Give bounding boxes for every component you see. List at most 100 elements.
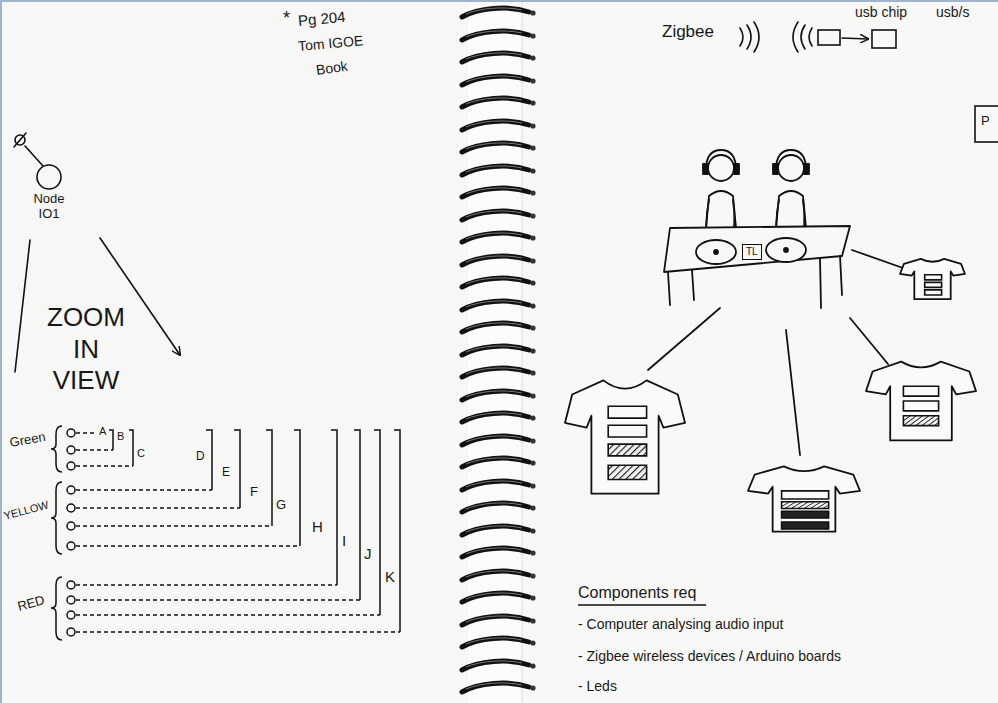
dj-table-sketch	[776, 150, 806, 170]
tshirt-sketch	[565, 380, 685, 493]
dj-table-sketch	[703, 164, 708, 174]
bracket-letter: B	[117, 430, 124, 443]
paper	[0, 0, 998, 2]
spiral-binding	[462, 481, 536, 490]
led-bracket-diagram	[76, 449, 113, 451]
list-item: - Computer analysing audio input	[578, 616, 783, 632]
led-bracket-diagram	[67, 504, 75, 512]
led-bracket-diagram	[331, 430, 337, 585]
spiral-binding	[462, 436, 536, 445]
spiral-binding	[462, 8, 536, 692]
led-bracket-diagram	[67, 581, 75, 589]
led-bracket-diagram	[67, 522, 75, 530]
spiral-binding	[462, 661, 536, 670]
spiral-binding	[462, 98, 536, 107]
bracket-letter: D	[196, 450, 205, 464]
bracket-letter: E	[222, 466, 230, 480]
spiral-binding	[462, 53, 536, 62]
tshirt-sketch	[782, 502, 829, 509]
spiral-binding	[462, 323, 536, 332]
node-leader-lines	[14, 133, 26, 147]
bracket-letter: C	[137, 447, 145, 460]
dj-table-sketch	[852, 250, 903, 268]
zigbee-link-sketch	[740, 22, 998, 142]
led-bracket-diagram	[206, 430, 212, 490]
zigbee-link-sketch	[818, 30, 840, 45]
tshirt-sketch	[903, 386, 938, 396]
tshirt-sketch	[782, 522, 829, 529]
dj-table-sketch	[706, 191, 736, 228]
spiral-binding	[462, 301, 536, 310]
led-bracket-diagram	[76, 599, 360, 601]
led-bracket-diagram	[76, 545, 300, 547]
bracket-letter: H	[312, 518, 323, 535]
tshirt-sketch	[866, 362, 976, 441]
tshirt-sketch	[903, 401, 938, 411]
spiral-binding	[462, 166, 536, 175]
led-bracket-diagram	[234, 430, 240, 508]
spiral-binding	[462, 503, 536, 512]
led-bracket-diagram	[76, 432, 96, 434]
tshirt-sketch	[866, 362, 976, 441]
spiral-binding	[462, 143, 536, 152]
led-bracket-diagram	[129, 430, 133, 466]
spiral-binding	[462, 31, 536, 40]
tshirt-sketch	[565, 259, 976, 532]
spiral-binding	[462, 233, 536, 242]
spiral-binding	[462, 346, 536, 355]
node-leader-lines	[100, 238, 180, 355]
spiral-binding	[462, 278, 536, 287]
zigbee-link-sketch	[793, 22, 812, 52]
led-bracket-diagram	[294, 430, 300, 546]
led-bracket-diagram	[51, 482, 62, 554]
tshirt-sketch	[903, 416, 938, 426]
list-item: - Leds	[578, 678, 617, 694]
tshirt-sketch	[900, 259, 965, 299]
node-label: TL	[746, 246, 758, 258]
spiral-binding	[462, 211, 536, 220]
spiral-binding	[462, 616, 536, 625]
paper	[0, 0, 2, 703]
dj-table-sketch	[778, 155, 804, 181]
heading-underline	[578, 605, 706, 606]
led-bracket-diagram	[67, 462, 75, 470]
dj-table-sketch	[734, 164, 739, 174]
dj-table-sketch	[648, 150, 903, 455]
led-bracket-diagram	[67, 429, 75, 437]
dj-table-sketch	[850, 318, 888, 364]
device-note: usb chip	[855, 4, 907, 20]
node-leader-lines	[25, 146, 43, 166]
spiral-binding	[462, 256, 536, 265]
heading-underline	[578, 604, 706, 606]
led-bracket-diagram	[76, 507, 240, 509]
led-bracket-diagram	[76, 584, 337, 586]
zigbee-link-sketch	[842, 38, 868, 39]
zigbee-link-sketch	[872, 30, 896, 48]
led-bracket-diagram	[394, 430, 400, 632]
bracket-letter: G	[276, 498, 286, 513]
mixer-box: TL	[742, 244, 762, 260]
dj-table-sketch	[696, 240, 736, 264]
led-bracket-diagram	[109, 430, 113, 450]
page-note: P	[981, 114, 990, 129]
led-bracket-diagram	[67, 446, 75, 454]
spiral-binding	[462, 683, 536, 692]
spiral-binding	[462, 368, 536, 377]
dj-table-sketch	[668, 272, 670, 305]
list-heading: Components req	[578, 584, 696, 602]
led-bracket-diagram	[76, 614, 380, 616]
dj-table-sketch	[706, 150, 736, 170]
tshirt-sketch	[782, 491, 829, 499]
led-bracket-diagram	[51, 426, 62, 472]
tshirt-sketch	[900, 259, 965, 299]
view-title: ZOOM IN VIEW	[38, 302, 134, 397]
bracket-letter: F	[250, 485, 258, 500]
tshirt-sketch	[608, 406, 646, 418]
dj-table-sketch	[664, 226, 850, 272]
led-bracket-diagram	[51, 577, 62, 640]
led-bracket-diagram	[76, 489, 212, 491]
led-bracket-diagram	[67, 611, 75, 619]
